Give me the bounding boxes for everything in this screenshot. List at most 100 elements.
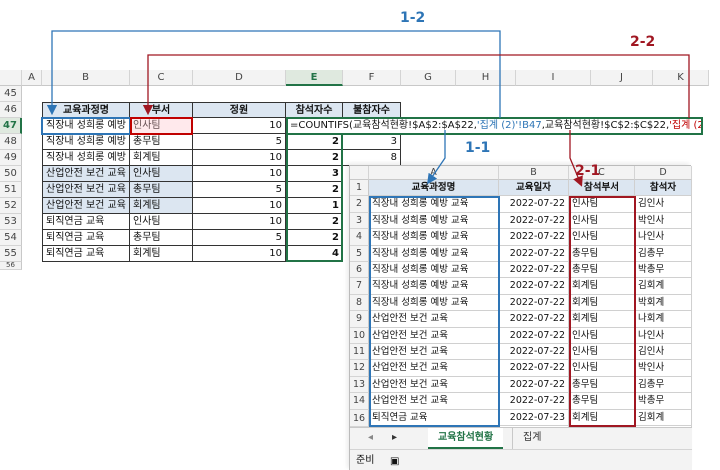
cell-b51[interactable]: 산업안전 보건 교육	[42, 182, 130, 198]
w-cell-attendee[interactable]: 박인사	[635, 212, 692, 230]
w-row-header[interactable]: 14	[350, 393, 369, 410]
cell-c48[interactable]: 총무팀	[130, 134, 193, 150]
row-header-48[interactable]: 48	[0, 134, 22, 150]
w-row-header[interactable]: 1	[350, 180, 369, 197]
w-row-header[interactable]: 6	[350, 262, 369, 279]
col-header-k[interactable]: K	[653, 70, 709, 86]
scroll-right-icon[interactable]: ▸	[392, 432, 398, 443]
w-row-header[interactable]: 5	[350, 245, 369, 262]
w-row-header[interactable]: 13	[350, 376, 369, 394]
w-cell-date[interactable]: 2022-07-23	[499, 409, 569, 426]
w-cell-attendee[interactable]: 박총무	[635, 393, 692, 410]
w-cell-date[interactable]: 2022-07-22	[499, 262, 569, 279]
cell-c51[interactable]: 총무팀	[130, 182, 193, 198]
col-header-d[interactable]: D	[193, 70, 286, 86]
w-col-header-c[interactable]: C	[569, 166, 635, 180]
w-cell-attendee[interactable]: 김회계	[635, 278, 692, 295]
row-header-55[interactable]: 55	[0, 246, 22, 262]
w-header-date[interactable]: 교육일자	[499, 180, 569, 197]
cell-d49[interactable]: 10	[193, 150, 286, 166]
row-header-56[interactable]: 56	[0, 262, 22, 270]
w-cell-date[interactable]: 2022-07-22	[499, 196, 569, 213]
cell-b50[interactable]: 산업안전 보건 교육	[42, 166, 130, 182]
cell-d50[interactable]: 10	[193, 166, 286, 182]
w-cell-date[interactable]: 2022-07-22	[499, 294, 569, 312]
cell-d47[interactable]: 10	[193, 118, 286, 134]
col-header-f[interactable]: F	[343, 70, 401, 86]
w-cell-date[interactable]: 2022-07-22	[499, 212, 569, 230]
w-cell-attendee[interactable]: 김인사	[635, 196, 692, 213]
w-cell-attendee[interactable]: 박회계	[635, 294, 692, 312]
row-header-45[interactable]: 45	[0, 86, 22, 102]
col-header-i[interactable]: I	[516, 70, 591, 86]
w-cell-date[interactable]: 2022-07-22	[499, 327, 569, 344]
cell-b55[interactable]: 퇴직연금 교육	[42, 246, 130, 262]
cell-c54[interactable]: 총무팀	[130, 230, 193, 246]
cell-d52[interactable]: 10	[193, 198, 286, 214]
w-header-course[interactable]: 교육과정명	[369, 180, 499, 197]
w-cell-attendee[interactable]: 나회계	[635, 311, 692, 328]
col-header-g[interactable]: G	[401, 70, 456, 86]
w-cell-attendee[interactable]: 박인사	[635, 360, 692, 377]
w-cell-attendee[interactable]: 김회계	[635, 409, 692, 426]
w-cell-date[interactable]: 2022-07-22	[499, 311, 569, 328]
cell-d48[interactable]: 5	[193, 134, 286, 150]
w-cell-attendee[interactable]: 나인사	[635, 229, 692, 246]
w-row-header[interactable]: 2	[350, 196, 369, 213]
cell-c52[interactable]: 회계팀	[130, 198, 193, 214]
w-header-dept[interactable]: 참석부서	[569, 180, 635, 197]
col-header-h[interactable]: H	[456, 70, 516, 86]
col-header-j[interactable]: J	[591, 70, 653, 86]
w-col-header-b[interactable]: B	[499, 166, 569, 180]
w-row-header[interactable]: 16	[350, 412, 369, 427]
cell-d53[interactable]: 10	[193, 214, 286, 230]
header-quota[interactable]: 정원	[193, 102, 286, 118]
w-row-header[interactable]: 10	[350, 327, 369, 344]
col-header-c[interactable]: C	[130, 70, 193, 86]
formula-edit-cell[interactable]: =COUNTIFS(교육참석현황!$A$2:$A$22,'집계 (2)'!B47…	[286, 117, 703, 135]
w-row-header[interactable]: 4	[350, 229, 369, 246]
row-header-52[interactable]: 52	[0, 198, 22, 214]
w-row-header[interactable]: 3	[350, 212, 369, 230]
w-cell-date[interactable]: 2022-07-22	[499, 393, 569, 410]
w-cell-attendee[interactable]: 김인사	[635, 344, 692, 361]
col-header-a[interactable]: A	[22, 70, 42, 86]
w-row-header[interactable]: 8	[350, 294, 369, 312]
w-row-header[interactable]: 11	[350, 344, 369, 361]
row-header-49[interactable]: 49	[0, 150, 22, 166]
w-cell-date[interactable]: 2022-07-22	[499, 278, 569, 295]
col-header-e[interactable]: E	[286, 70, 343, 86]
w-select-all-corner[interactable]	[350, 166, 369, 180]
row-header-53[interactable]: 53	[0, 214, 22, 230]
w-cell-attendee[interactable]: 나인사	[635, 327, 692, 344]
cell-d55[interactable]: 10	[193, 246, 286, 262]
w-cell-date[interactable]: 2022-07-22	[499, 229, 569, 246]
w-cell-date[interactable]: 2022-07-22	[499, 344, 569, 361]
w-cell-attendee[interactable]: 김총무	[635, 245, 692, 262]
w-cell-attendee[interactable]: 박총무	[635, 262, 692, 279]
cell-d54[interactable]: 5	[193, 230, 286, 246]
w-col-header-d[interactable]: D	[635, 166, 692, 180]
col-header-b[interactable]: B	[42, 70, 130, 86]
cell-d51[interactable]: 5	[193, 182, 286, 198]
tab-summary[interactable]: 집계	[512, 428, 551, 449]
w-row-header[interactable]: 7	[350, 278, 369, 295]
row-header-54[interactable]: 54	[0, 230, 22, 246]
cell-b49[interactable]: 직장내 성희롱 예방	[42, 150, 130, 166]
row-header-46[interactable]: 46	[0, 102, 22, 118]
cell-c53[interactable]: 인사팀	[130, 214, 193, 230]
scroll-left-icon[interactable]: ◂	[368, 432, 374, 443]
row-header-51[interactable]: 51	[0, 182, 22, 198]
w-cell-date[interactable]: 2022-07-22	[499, 245, 569, 262]
w-row-header[interactable]: 12	[350, 360, 369, 377]
cell-c49[interactable]: 회계팀	[130, 150, 193, 166]
w-header-attendee[interactable]: 참석자	[635, 180, 692, 197]
w-cell-attendee[interactable]: 김총무	[635, 376, 692, 394]
w-row-header[interactable]: 9	[350, 311, 369, 328]
row-header-47[interactable]: 47	[0, 118, 22, 134]
cell-b48[interactable]: 직장내 성희롱 예방	[42, 134, 130, 150]
accessibility-icon[interactable]: ▣	[390, 456, 400, 467]
cell-c50[interactable]: 인사팀	[130, 166, 193, 182]
cell-b54[interactable]: 퇴직연금 교육	[42, 230, 130, 246]
cell-b52[interactable]: 산업안전 보건 교육	[42, 198, 130, 214]
